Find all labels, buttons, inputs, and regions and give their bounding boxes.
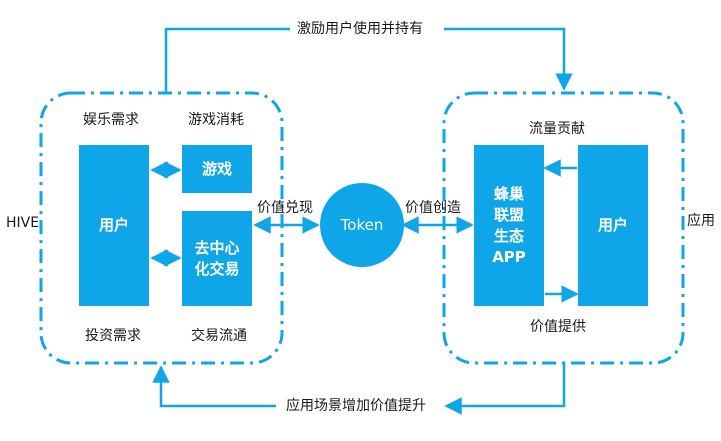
value-creation-label: 价值创造 [405,200,461,216]
top-incentive-label: 激励用户使用并持有 [297,21,423,37]
bottom-value-label: 应用场景增加价值提升 [286,398,426,414]
entertainment-demand-label: 娱乐需求 [83,112,139,128]
hive-alliance-app-box: 蜂巢 联盟 生态 APP [474,145,544,306]
top-incentive-arrow-head [444,27,573,91]
bottom-value-arrow-head [152,365,276,408]
left-group-frame [39,91,284,365]
value-realization-label: 价值兑现 [257,200,313,216]
traffic-contribution-label: 流量贡献 [529,121,585,137]
trade-circulation-label: 交易流通 [191,328,247,344]
investment-demand-label: 投资需求 [85,328,141,344]
token-circle: Token [320,183,404,267]
value-provision-label: 价值提供 [530,319,586,335]
game-box: 游戏 [182,145,252,193]
game-consumption-label: 游戏消耗 [188,112,244,128]
right-group-label: 应用 [687,213,715,229]
top-incentive-arrow [164,27,290,93]
left-user-box: 用户 [79,145,149,306]
right-user-box: 用户 [578,145,648,306]
bottom-value-arrow [444,363,566,415]
decentralized-exchange-box: 去中心 化交易 [182,211,252,306]
left-group-label: HIVE [6,215,40,231]
